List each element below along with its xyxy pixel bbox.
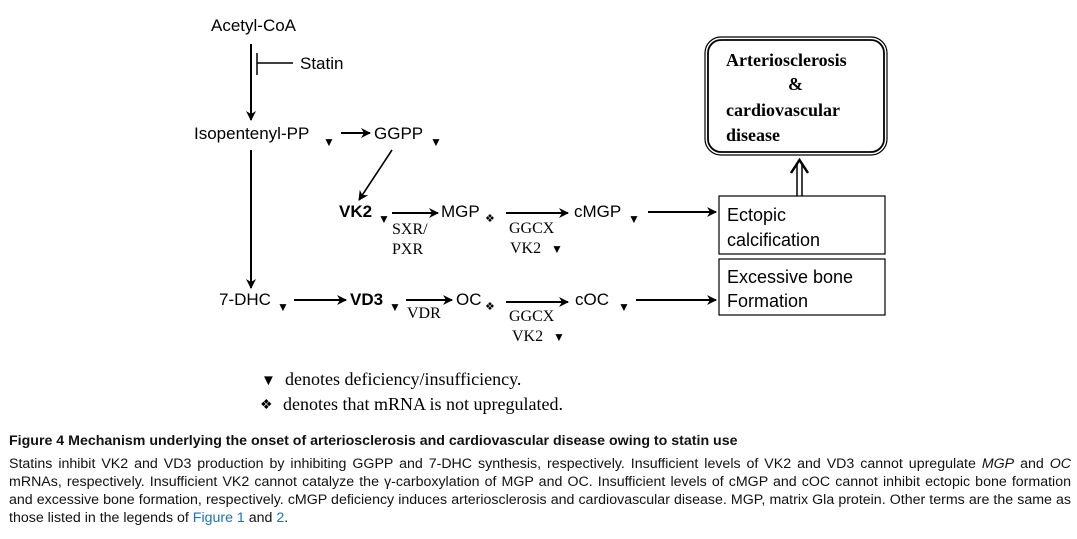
- node-7dhc: 7-DHC: [219, 290, 271, 309]
- ectopic-calcification-box: Ectopic calcification: [718, 195, 886, 255]
- legend-not-upregulated-text: denotes that mRNA is not upregulated.: [283, 394, 563, 414]
- deficiency-icon: ▼: [430, 135, 442, 149]
- node-coc: cOC: [575, 290, 609, 309]
- mechanism-diagram: Acetyl-CoA Statin Isopentenyl-PP ▼ GGPP …: [194, 16, 888, 414]
- outcome-line-4: disease: [726, 125, 780, 145]
- link-figure-1[interactable]: Figure 1: [192, 510, 245, 526]
- node-ggpp: GGPP: [374, 124, 423, 143]
- caption-text: and: [1014, 456, 1050, 472]
- legend-not-upregulated-icon: ❖: [260, 396, 273, 412]
- not-upregulated-icon: ❖: [485, 301, 495, 313]
- caption-text: Statins inhibit VK2 and VD3 production b…: [9, 456, 982, 472]
- deficiency-icon: ▼: [277, 300, 289, 314]
- node-acetyl-coa: Acetyl-CoA: [211, 16, 297, 35]
- caption-text: and: [244, 510, 277, 526]
- edge-label-pxr: PXR: [392, 241, 423, 258]
- arrow-ggpp-to-vk2: [358, 149, 393, 201]
- edge-label-vdr: VDR: [407, 305, 441, 322]
- node-vk2: VK2: [339, 202, 372, 221]
- caption-text: mRNAs, respectively. Insufficient VK2 ca…: [9, 474, 1071, 526]
- deficiency-icon: ▼: [378, 212, 390, 226]
- node-mgp: MGP: [441, 202, 480, 221]
- outcome-box: Arteriosclerosis & cardiovascular diseas…: [704, 36, 888, 156]
- outcome-line-3: cardiovascular: [726, 100, 840, 120]
- outcome-line-1: Arteriosclerosis: [726, 50, 847, 70]
- node-oc: OC: [456, 290, 482, 309]
- legend-deficiency-text: denotes deficiency/insufficiency.: [285, 369, 521, 389]
- node-vd3: VD3: [350, 290, 383, 309]
- not-upregulated-icon: ❖: [485, 213, 495, 225]
- caption-text: .: [284, 510, 289, 526]
- deficiency-icon: ▼: [389, 300, 401, 314]
- edge-label-vk2-bottom: VK2: [512, 328, 543, 345]
- ectopic-line-1: Ectopic: [727, 205, 786, 225]
- node-statin: Statin: [300, 54, 343, 73]
- deficiency-icon: ▼: [553, 330, 565, 344]
- edge-label-ggcx-bottom: GGCX: [509, 308, 555, 325]
- caption-italic-mgp: MGP: [981, 456, 1015, 472]
- deficiency-icon: ▼: [618, 300, 630, 314]
- legend: ▼ denotes deficiency/insufficiency. ❖ de…: [260, 369, 563, 414]
- ectopic-line-2: calcification: [727, 230, 820, 250]
- deficiency-icon: ▼: [323, 135, 335, 149]
- caption-italic-oc: OC: [1049, 456, 1071, 472]
- deficiency-icon: ▼: [551, 242, 563, 256]
- caption-body: Statins inhibit VK2 and VD3 production b…: [9, 455, 1071, 527]
- edge-label-sxr: SXR/: [392, 221, 428, 238]
- excessive-bone-box: Excessive bone Formation: [718, 258, 886, 316]
- node-isopentenyl-pp: Isopentenyl-PP: [194, 124, 309, 143]
- outcome-line-2: &: [788, 74, 803, 94]
- bone-line-2: Formation: [727, 291, 808, 311]
- figure-caption: Figure 4 Mechanism underlying the onset …: [9, 433, 1071, 527]
- edge-label-vk2-top: VK2: [510, 240, 541, 257]
- link-figure-2[interactable]: 2: [276, 510, 285, 526]
- caption-title: Figure 4 Mechanism underlying the onset …: [9, 433, 738, 449]
- legend-deficiency-icon: ▼: [261, 372, 276, 389]
- arrow-ectopic-to-outcome: [789, 157, 810, 196]
- deficiency-icon: ▼: [628, 212, 640, 226]
- edge-label-ggcx-top: GGCX: [509, 220, 555, 237]
- node-cmgp: cMGP: [574, 202, 621, 221]
- bone-line-1: Excessive bone: [727, 267, 853, 287]
